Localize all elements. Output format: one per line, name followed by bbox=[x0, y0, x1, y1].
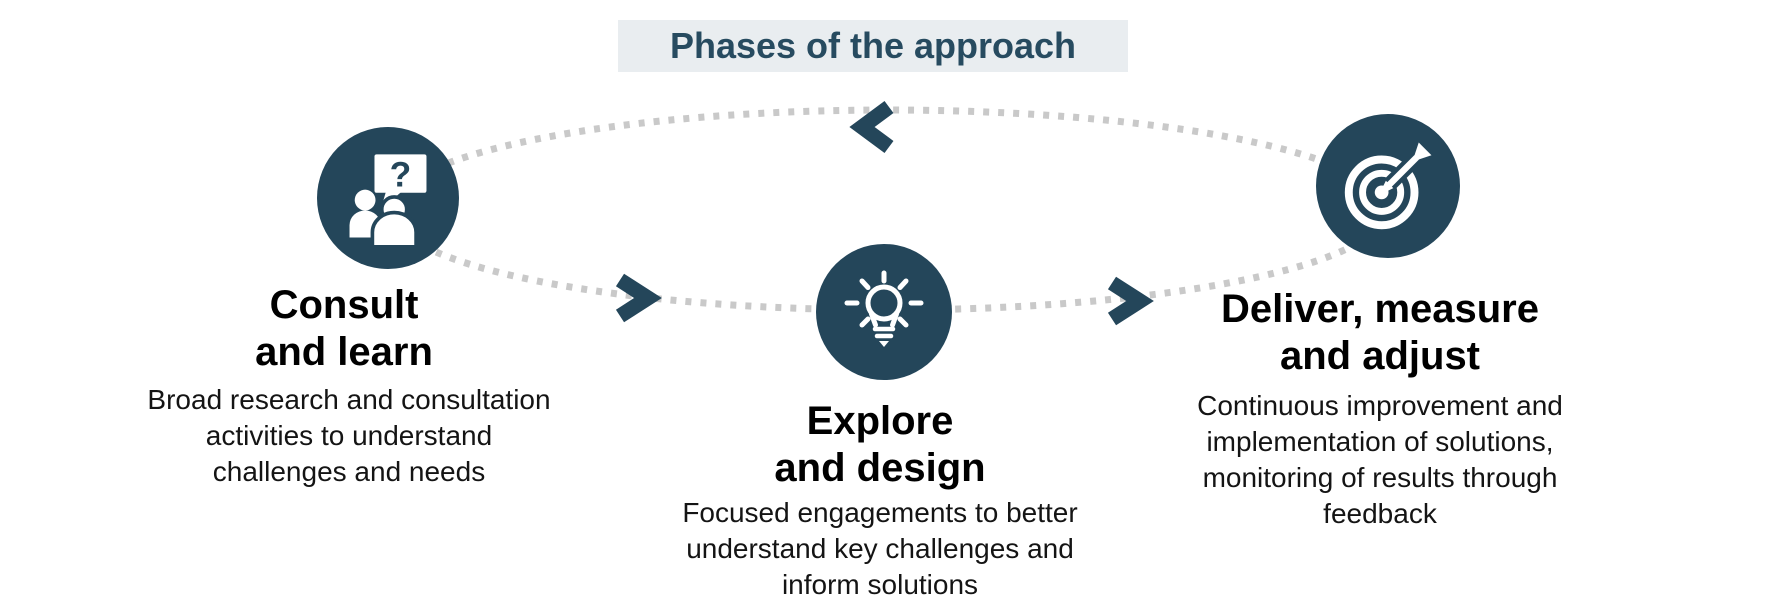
phase-title-consult: Consult and learn bbox=[255, 283, 433, 374]
phase-desc-explore: Focused engagements to better understand… bbox=[682, 497, 1078, 600]
phase-circle-explore bbox=[816, 244, 952, 380]
bottom-left-arrow-right-icon bbox=[615, 273, 662, 323]
phase-circle-consult: ? bbox=[317, 127, 459, 269]
target-arrow-icon bbox=[1344, 142, 1432, 230]
page-title: Phases of the approach bbox=[618, 20, 1128, 72]
svg-text:?: ? bbox=[390, 156, 412, 195]
phase-circle-deliver bbox=[1316, 114, 1460, 258]
phase-desc-deliver: Continuous improvement and implementatio… bbox=[1197, 390, 1563, 529]
bottom-right-arrow-right-icon bbox=[1107, 276, 1154, 326]
lightbulb-icon bbox=[844, 270, 924, 347]
phase-title-deliver: Deliver, measure and adjust bbox=[1221, 287, 1539, 378]
phase-title-explore: Explore and design bbox=[774, 399, 986, 490]
phase-desc-consult: Broad research and consultation activiti… bbox=[147, 384, 551, 487]
people-question-icon: ? bbox=[349, 154, 427, 249]
top-arrow-left-icon bbox=[849, 100, 894, 154]
